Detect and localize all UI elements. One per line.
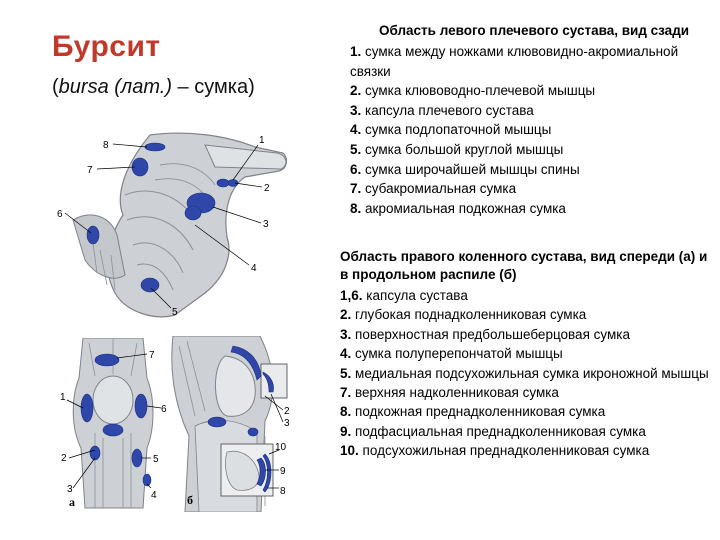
knee-list: 1,6. капсула сустава 2. глубокая поднадк… bbox=[340, 286, 715, 461]
item-text: сумка полуперепончатой мышцы bbox=[355, 346, 563, 362]
figure-label: 4 bbox=[151, 490, 157, 501]
list-item: 2. глубокая поднадколенниковая сумка bbox=[340, 305, 715, 324]
item-number: 6. bbox=[350, 161, 362, 177]
figure-label: 7 bbox=[87, 165, 93, 176]
item-number: 10. bbox=[340, 443, 359, 459]
shoulder-heading: Область левого плечевого сустава, вид сз… bbox=[378, 23, 690, 38]
item-number: 5. bbox=[340, 365, 352, 381]
list-item: 10. подсухожильная преднадколенниковая с… bbox=[340, 441, 715, 460]
knee-section-illustration: 2 3 8 9 10 б bbox=[171, 336, 290, 512]
figure-label: 1 bbox=[259, 135, 265, 146]
item-text: капсула сустава bbox=[366, 288, 468, 303]
figure-label: 7 bbox=[149, 350, 155, 361]
item-number: 1,6. bbox=[340, 288, 363, 303]
item-text: подсухожильная преднадколенниковая сумка bbox=[362, 443, 650, 459]
item-number: 8. bbox=[350, 200, 362, 216]
figure-label: 6 bbox=[161, 404, 167, 415]
knee-front-illustration: 1 2 3 4 5 6 7 а bbox=[60, 338, 167, 509]
item-text: капсула плечевого сустава bbox=[365, 102, 534, 118]
item-text: субакромиальная сумка bbox=[365, 181, 517, 197]
list-item: 5. сумка большой круглой мышцы bbox=[350, 140, 710, 160]
item-text: акромиальная подкожная сумка bbox=[365, 200, 566, 216]
knee-b-leader-lines bbox=[264, 393, 284, 489]
item-number: 7. bbox=[340, 385, 352, 401]
item-text: верхняя надколенниковая сумка bbox=[355, 385, 559, 401]
item-number: 8. bbox=[340, 404, 352, 420]
knee-a-bursae bbox=[80, 353, 152, 487]
item-number: 3. bbox=[350, 102, 362, 118]
shoulder-legend: Область левого плечевого сустава, вид сз… bbox=[340, 22, 710, 218]
item-number: 4. bbox=[350, 122, 362, 138]
item-text: сумка подлопаточной мышцы bbox=[365, 122, 552, 138]
figure-label: 1 bbox=[60, 392, 66, 403]
list-item: 1,6. капсула сустава bbox=[340, 286, 715, 305]
list-item: 1. сумка между ножками клювовидно-акроми… bbox=[350, 42, 710, 81]
knee-b-bursae bbox=[207, 345, 274, 493]
item-number: 4. bbox=[340, 346, 352, 362]
item-text: подфасциальная преднадколенниковая сумка bbox=[355, 423, 646, 439]
item-number: 3. bbox=[340, 326, 352, 342]
knee-a-leader-lines bbox=[66, 353, 162, 489]
item-text: подкожная преднадколенниковая сумка bbox=[355, 404, 606, 420]
figure-label: 6 bbox=[57, 209, 63, 220]
list-item: 3. поверхностная предбольшеберцовая сумк… bbox=[340, 325, 715, 344]
item-number: 9. bbox=[340, 423, 352, 439]
figure-label: 2 bbox=[61, 453, 67, 464]
item-text: сумка клювоводно-плечевой мышцы bbox=[365, 83, 596, 99]
figure-label: 8 bbox=[103, 140, 109, 151]
list-item: 2. сумка клювоводно-плечевой мышцы bbox=[350, 81, 710, 101]
page-title: Бурсит bbox=[52, 30, 161, 63]
shoulder-tissue bbox=[72, 132, 288, 318]
figure-label: 3 bbox=[284, 418, 290, 429]
knee-b-labels: 2 3 8 9 10 б bbox=[187, 406, 290, 507]
item-text: сумка большой круглой мышцы bbox=[365, 141, 564, 157]
figure-label: 2 bbox=[264, 183, 270, 194]
knee-a-tissue bbox=[72, 338, 154, 509]
item-text: поверхностная предбольшеберцовая сумка bbox=[355, 326, 630, 342]
list-item: 8. акромиальная подкожная сумка bbox=[350, 199, 710, 219]
list-item: 4. сумка подлопаточной мышцы bbox=[350, 120, 710, 140]
list-item: 7. верхняя надколенниковая сумка bbox=[340, 383, 715, 402]
figure-label: 9 bbox=[280, 466, 286, 477]
knee-a-labels: 1 2 3 4 5 6 7 а bbox=[60, 350, 167, 509]
page-subtitle: (bursa (лат.) – сумка) bbox=[52, 76, 255, 98]
list-item: 6. сумка широчайшей мышцы спины bbox=[350, 160, 710, 180]
item-text: медиальная подсухожильная сумка икроножн… bbox=[355, 365, 709, 381]
item-text: сумка широчайшей мышцы спины bbox=[365, 161, 580, 177]
knee-legend: Область правого коленного сустава, вид с… bbox=[340, 248, 715, 461]
subtitle-latin: bursa (лат.) bbox=[58, 76, 172, 98]
list-item: 5. медиальная подсухожильная сумка икрон… bbox=[340, 364, 715, 383]
item-number: 7. bbox=[350, 181, 362, 197]
shoulder-labels: 1 2 3 4 5 6 7 8 bbox=[57, 135, 270, 318]
figure-letter: а bbox=[69, 495, 75, 509]
figure-label: 4 bbox=[251, 263, 257, 274]
item-number: 1. bbox=[350, 44, 362, 59]
list-item: 9. подфасциальная преднадколенниковая су… bbox=[340, 422, 715, 441]
figure-label: 8 bbox=[280, 486, 286, 497]
shoulder-illustration: 1 2 3 4 5 6 7 8 bbox=[57, 132, 288, 318]
list-item: 3. капсула плечевого сустава bbox=[350, 101, 710, 121]
knee-heading: Область правого коленного сустава, вид с… bbox=[340, 249, 708, 282]
item-text: сумка между ножками клювовидно-акромиаль… bbox=[350, 44, 679, 79]
figure-label: 5 bbox=[172, 307, 178, 318]
item-number: 5. bbox=[350, 141, 362, 157]
figure-label: 5 bbox=[153, 454, 159, 465]
list-item: 8. подкожная преднадколенниковая сумка bbox=[340, 402, 715, 421]
figure-letter: б bbox=[187, 493, 193, 507]
item-number: 2. bbox=[340, 307, 352, 323]
shoulder-list: 1. сумка между ножками клювовидно-акроми… bbox=[340, 42, 710, 218]
subtitle-rest: – сумка) bbox=[177, 76, 255, 98]
figure-label: 3 bbox=[67, 484, 73, 495]
figure-label: 10 bbox=[275, 442, 287, 453]
shoulder-bursae bbox=[86, 142, 239, 293]
item-text: глубокая поднадколенниковая сумка bbox=[355, 307, 587, 323]
list-item: 7. субакромиальная сумка bbox=[350, 179, 710, 199]
figure-label: 2 bbox=[284, 406, 290, 417]
item-number: 2. bbox=[350, 83, 362, 99]
list-item: 4. сумка полуперепончатой мышцы bbox=[340, 344, 715, 363]
shoulder-leader-lines bbox=[64, 143, 263, 309]
figure-label: 3 bbox=[263, 219, 269, 230]
knee-b-tissue bbox=[171, 336, 288, 512]
